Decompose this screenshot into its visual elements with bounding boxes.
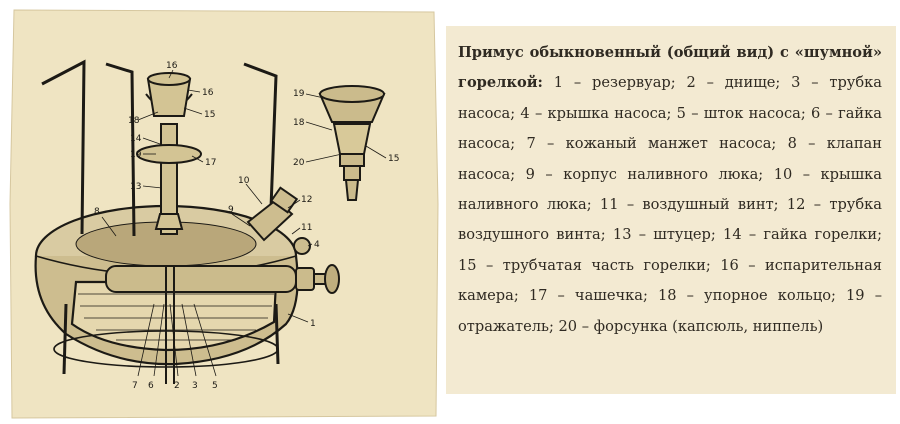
- part-label-15: 15: [204, 110, 215, 120]
- part-label-8: 8: [94, 207, 100, 217]
- part-label-13: 13: [130, 182, 141, 192]
- burner-column: [136, 72, 202, 235]
- part-label-19b: 19: [293, 89, 305, 99]
- part-label-7: 7: [132, 381, 138, 391]
- part-label-2: 2: [174, 381, 180, 391]
- part-label-10: 10: [238, 176, 250, 186]
- caption-body: 1 – резервуар; 2 – днище; 3 – трубка нас…: [458, 74, 882, 335]
- part-label-3: 3: [192, 381, 198, 391]
- leader-lines: [101, 69, 387, 377]
- part-label-19: 19: [130, 150, 142, 160]
- part-number-labels: 16 16 18 15 14 19 17 13 8 10 9 12 11 4 1…: [94, 61, 399, 391]
- part-label-1: 1: [310, 319, 316, 329]
- burner-detail: [318, 85, 386, 201]
- part-label-16: 16: [166, 61, 178, 71]
- part-label-11: 11: [301, 223, 312, 233]
- part-label-20: 20: [293, 158, 305, 168]
- caption-text: Примус обыкновенный (общий вид) с «шумно…: [458, 38, 882, 342]
- part-label-18: 18: [128, 116, 140, 126]
- part-label-5: 5: [212, 381, 218, 391]
- part-label-9: 9: [228, 205, 234, 215]
- pot-supports: [41, 59, 280, 375]
- part-label-4: 4: [314, 240, 320, 250]
- primus-stove-illustration: 16 16 18 15 14 19 17 13 8 10 9 12 11 4 1…: [6, 4, 442, 420]
- pump-assembly: [105, 264, 340, 384]
- part-label-17: 17: [205, 158, 216, 168]
- part-label-14: 14: [130, 134, 142, 144]
- part-label-15b: 15: [388, 154, 399, 164]
- caption-panel: Примус обыкновенный (общий вид) с «шумно…: [446, 26, 896, 394]
- part-label-18b: 18: [293, 118, 305, 128]
- caption-title: Примус обыкновенный (общий вид) с «шумно…: [458, 44, 882, 92]
- part-label-6: 6: [148, 381, 154, 391]
- part-label-16b: 16: [202, 88, 214, 98]
- primus-stove-drawing: 16 16 18 15 14 19 17 13 8 10 9 12 11 4 1…: [9, 9, 439, 419]
- part-label-12: 12: [301, 195, 312, 205]
